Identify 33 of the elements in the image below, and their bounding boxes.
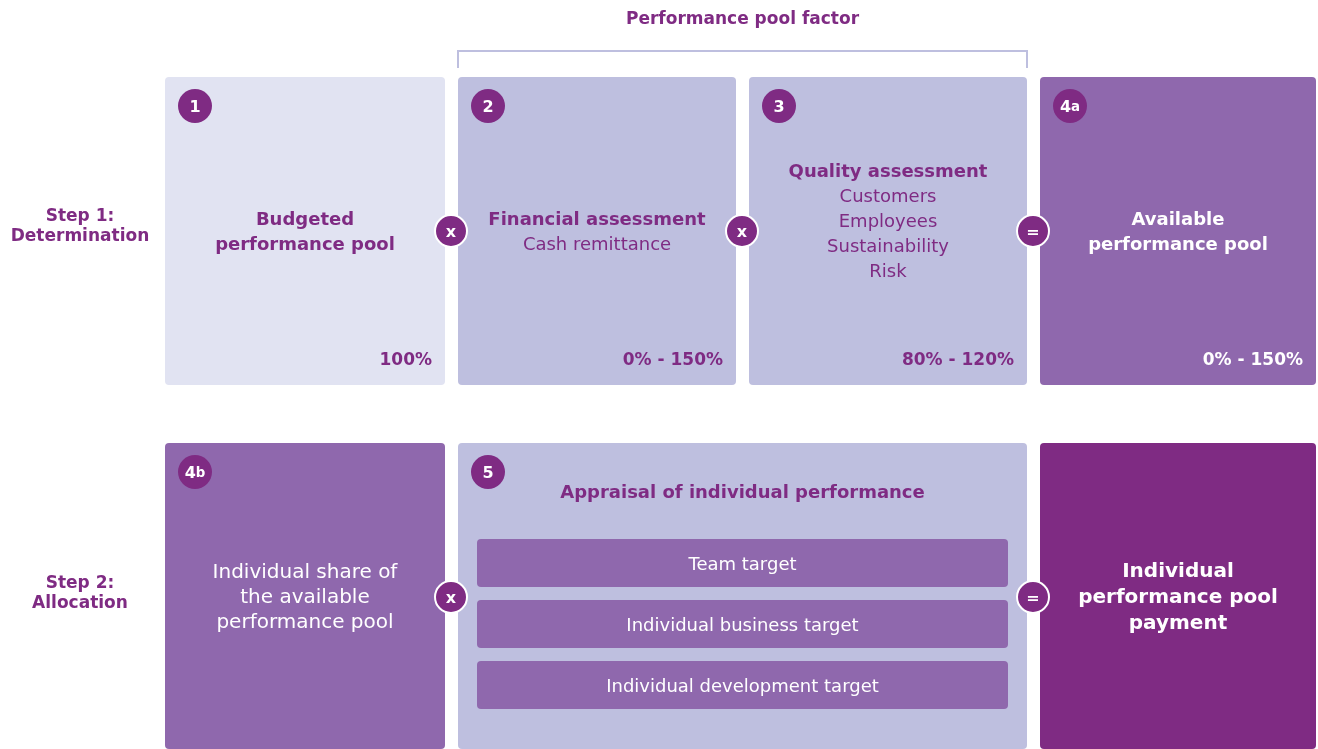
heading-text: Individual performance pool payment (1077, 557, 1279, 635)
target-bar: Individual business target (477, 600, 1008, 648)
number-badge: 3 (762, 89, 796, 123)
step-label: Step 2: Allocation (31, 572, 129, 612)
number-badge: 5 (471, 455, 505, 489)
bracket-label: Performance pool factor (624, 8, 861, 28)
heading-text: Appraisal of individual performance (559, 480, 926, 504)
heading-text: Financial assessment (488, 207, 706, 231)
card (458, 77, 736, 385)
target-bar: Team target (477, 539, 1008, 587)
heading-text: Quality assessment (788, 158, 988, 183)
body-text: Risk (869, 258, 907, 283)
percentage-label: 100% (379, 349, 432, 369)
body-text: Individual share of the available performance pool (211, 558, 399, 634)
step-label: Step 1: Determination (10, 205, 150, 245)
heading-text: Budgeted performance pool (214, 207, 396, 256)
body-text: Sustainability (827, 233, 949, 258)
card (165, 77, 445, 385)
percentage-label: 0% - 150% (622, 349, 723, 369)
card (1040, 77, 1316, 385)
percentage-label: 80% - 120% (901, 349, 1014, 369)
target-bar: Individual development target (477, 661, 1008, 709)
number-badge: 1 (178, 89, 212, 123)
body-text: Employees (838, 208, 938, 233)
number-badge: 2 (471, 89, 505, 123)
body-text: Customers (839, 183, 937, 208)
card (458, 443, 1027, 749)
body-text: Cash remittance (522, 232, 672, 256)
card (1040, 443, 1316, 749)
card (749, 77, 1027, 385)
heading-text: Available performance pool (1087, 207, 1269, 256)
percentage-label: 0% - 150% (1202, 349, 1303, 369)
card (165, 443, 445, 749)
